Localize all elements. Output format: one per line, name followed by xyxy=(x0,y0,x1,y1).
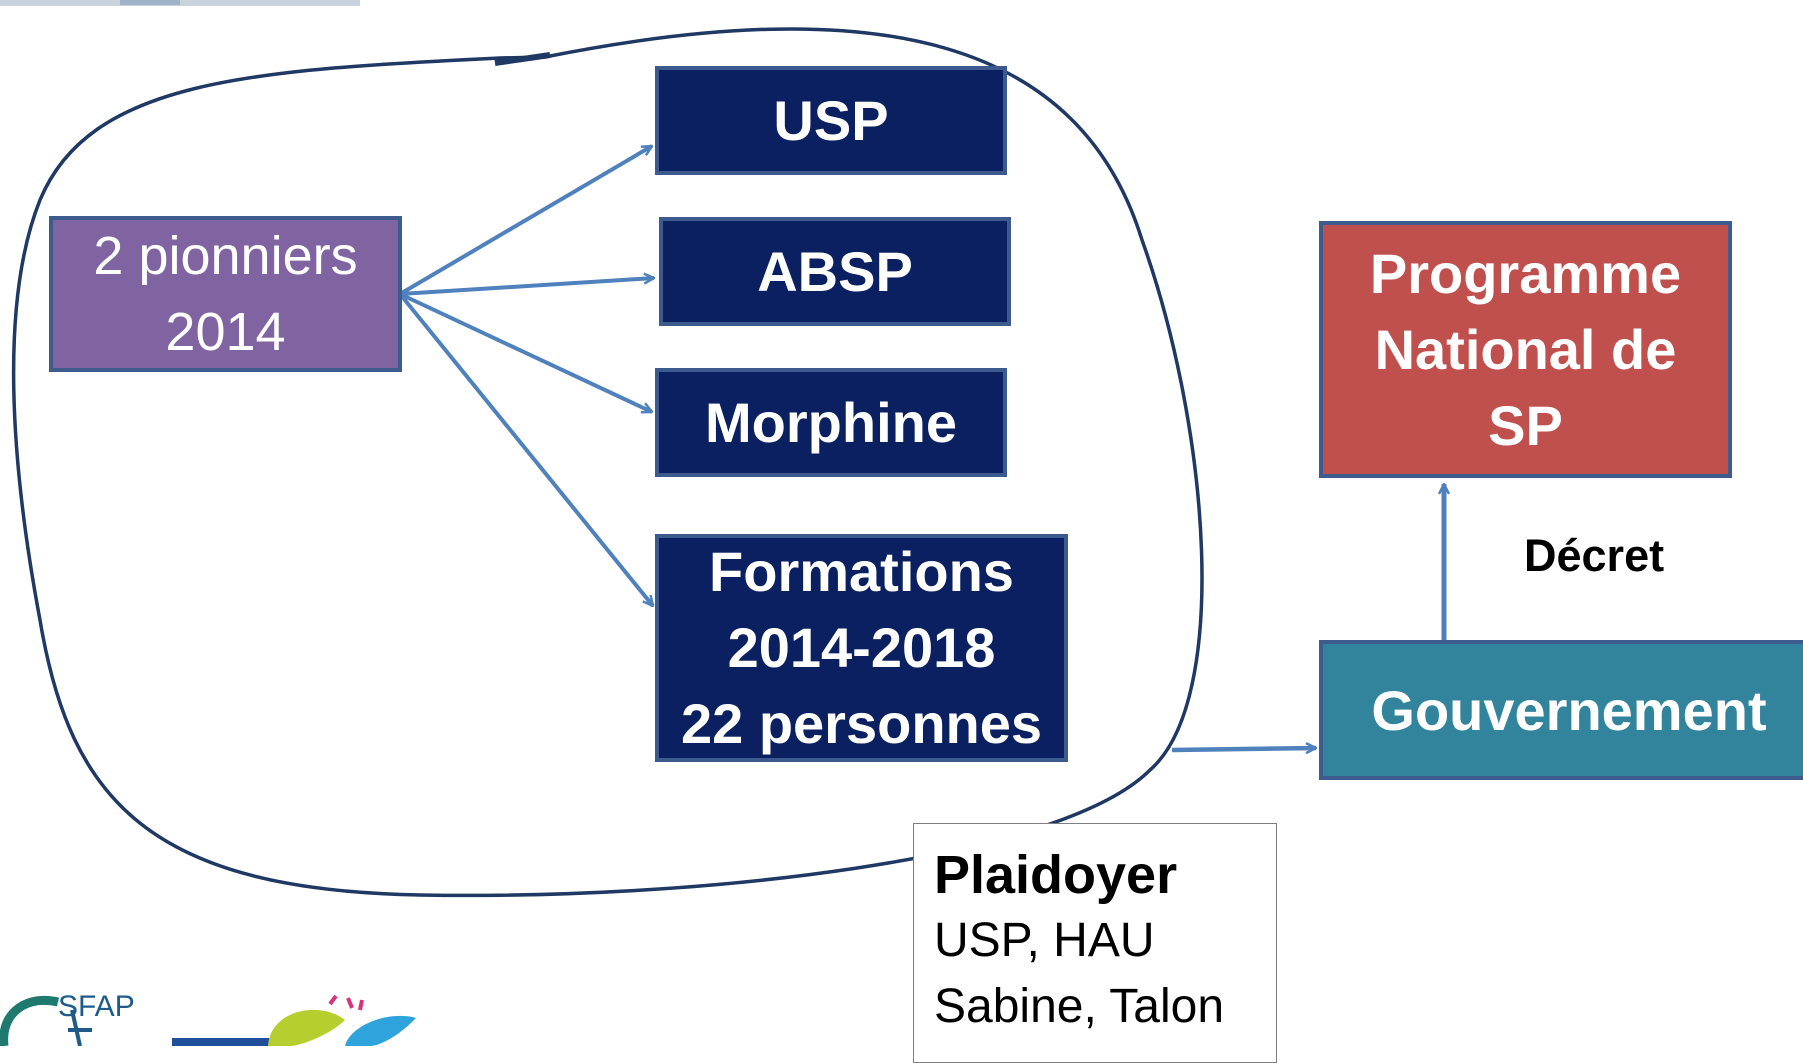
node-programme-line-2: National de xyxy=(1374,317,1677,381)
plaidoyer-textbox: Plaidoyer USP, HAU Sabine, Talon xyxy=(913,823,1277,1063)
sfap-logo: SFAP xyxy=(0,990,135,1046)
plaidoyer-title: Plaidoyer xyxy=(934,845,1178,905)
arrow-to-morphine xyxy=(399,292,652,414)
node-absp: ABSP xyxy=(659,217,1011,326)
node-programme-line-3: SP xyxy=(1488,393,1563,457)
node-programme: Programme National de SP xyxy=(1319,221,1732,478)
node-usp: USP xyxy=(655,66,1007,175)
node-formations-line-3: 22 personnes xyxy=(680,692,1043,755)
edge-label-decret: Décret xyxy=(1524,530,1665,581)
enclosure-loop xyxy=(11,27,1204,898)
node-formations: Formations 2014-2018 22 personnes xyxy=(655,534,1068,762)
corner-image-fragment xyxy=(0,0,360,6)
node-morphine-label: Morphine xyxy=(705,391,957,454)
node-pioneers-line-2: 2014 xyxy=(165,302,286,362)
partner-logo xyxy=(172,994,416,1046)
node-pioneers: 2 pionniers 2014 xyxy=(49,216,402,372)
node-gouvernement: Gouvernement xyxy=(1319,640,1803,780)
node-usp-label: USP xyxy=(773,89,889,152)
arrow-to-absp xyxy=(399,278,654,296)
loop-join-mark xyxy=(494,52,551,66)
plaidoyer-line-2: Sabine, Talon xyxy=(934,980,1225,1033)
node-gouvernement-label: Gouvernement xyxy=(1371,678,1767,742)
arrow-to-gouvernement xyxy=(1171,748,1316,750)
node-programme-line-1: Programme xyxy=(1369,241,1682,305)
arrow-to-formations xyxy=(398,292,653,606)
plaidoyer-line-1: USP, HAU xyxy=(934,914,1155,967)
arrow-to-usp xyxy=(398,144,652,296)
node-absp-label: ABSP xyxy=(757,240,913,303)
svg-text:SFAP: SFAP xyxy=(58,990,135,1023)
node-formations-line-1: Formations xyxy=(709,540,1014,603)
node-morphine: Morphine xyxy=(655,368,1007,477)
node-formations-line-2: 2014-2018 xyxy=(727,616,996,679)
node-pioneers-line-1: 2 pionniers xyxy=(93,226,358,286)
